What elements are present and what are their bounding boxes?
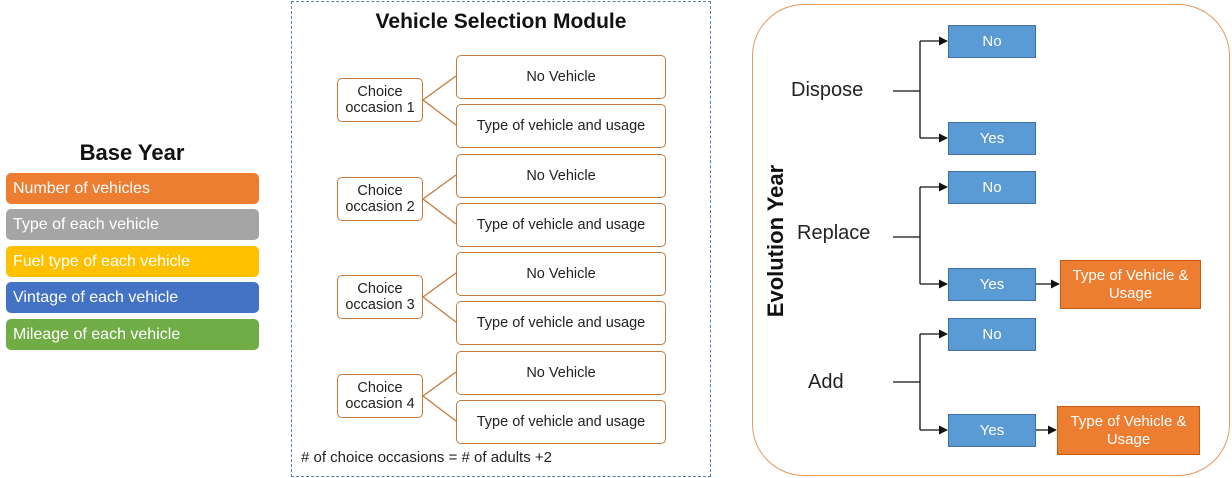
base-item-mileage: Mileage of each vehicle [6,319,259,350]
vehicle-selection-frame [291,1,711,477]
occasion-4-type-usage: Type of vehicle and usage [456,400,666,444]
base-item-type-of-vehicle: Type of each vehicle [6,209,259,240]
dispose-no: No [948,25,1036,58]
evolution-year-frame [752,4,1230,476]
choice-occasion-2: Choice occasion 2 [337,177,423,221]
occasion-1-no-vehicle: No Vehicle [456,55,666,99]
vehicle-selection-title: Vehicle Selection Module [375,10,627,33]
action-dispose: Dispose [791,79,864,101]
occasion-1-type-usage: Type of vehicle and usage [456,104,666,148]
choice-occasion-1: Choice occasion 1 [337,78,423,122]
base-item-fuel-type: Fuel type of each vehicle [6,246,259,277]
choice-occasion-3: Choice occasion 3 [337,275,423,319]
add-no: No [948,318,1036,351]
action-add: Add [808,371,844,393]
occasion-3-type-usage: Type of vehicle and usage [456,301,666,345]
evolution-year-title: Evolution Year [763,164,788,318]
replace-result-type-usage: Type of Vehicle & Usage [1060,260,1201,309]
add-yes: Yes [948,414,1036,447]
replace-yes: Yes [948,268,1036,301]
dispose-yes: Yes [948,122,1036,155]
replace-no: No [948,171,1036,204]
occasion-2-type-usage: Type of vehicle and usage [456,203,666,247]
evolution-connectors [893,36,1060,435]
action-replace: Replace [797,222,871,244]
base-item-number-of-vehicles: Number of vehicles [6,173,259,204]
occasion-connectors [422,75,457,422]
occasion-3-no-vehicle: No Vehicle [456,252,666,296]
occasion-4-no-vehicle: No Vehicle [456,351,666,395]
choice-occasions-note: # of choice occasions = # of adults +2 [301,449,552,466]
occasion-2-no-vehicle: No Vehicle [456,154,666,198]
base-item-vintage: Vintage of each vehicle [6,282,259,313]
base-year-title: Base Year [79,140,185,165]
choice-occasion-4: Choice occasion 4 [337,374,423,418]
add-result-type-usage: Type of Vehicle & Usage [1057,406,1200,455]
